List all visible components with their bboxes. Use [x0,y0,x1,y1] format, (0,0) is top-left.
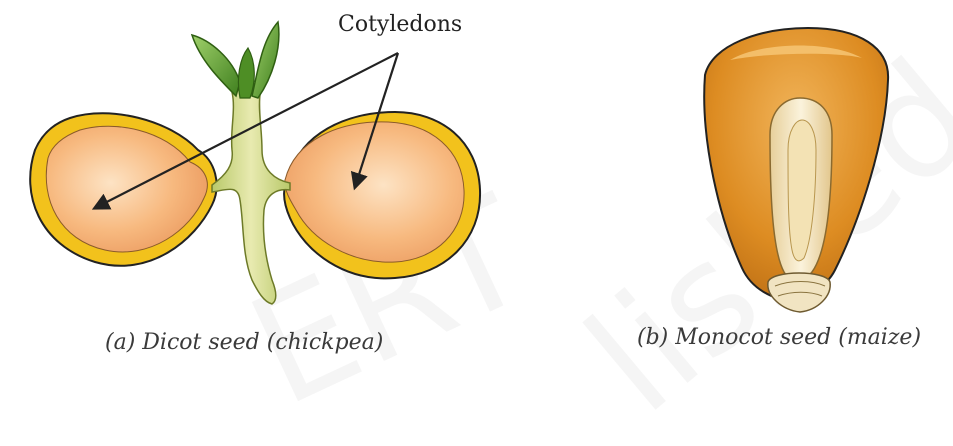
plumule-leaf-left [190,33,241,98]
cotyledons-label: Cotyledons [338,12,463,37]
embryo-axis [211,88,291,305]
plumule-leaf-right [251,20,280,99]
cotyledon-arrow-left [91,52,399,210]
cotyledon-arrow-right [350,52,400,191]
monocot-caption: (b) Monocot seed (maize) [637,325,922,350]
monocot-seed [703,26,890,313]
maize-embryo-inner [787,119,817,262]
maize-tip-ridge [774,281,826,297]
left-cotyledon [45,125,208,253]
dicot-caption: (a) Dicot seed (chickpea) [105,330,384,355]
dicot-seed [29,20,482,305]
maize-highlight [730,45,862,60]
diagram-stage: ERT lished [29,12,922,355]
right-cotyledon [284,121,465,263]
seed-illustrations [29,20,890,313]
plumule-leaf-center [237,46,255,99]
